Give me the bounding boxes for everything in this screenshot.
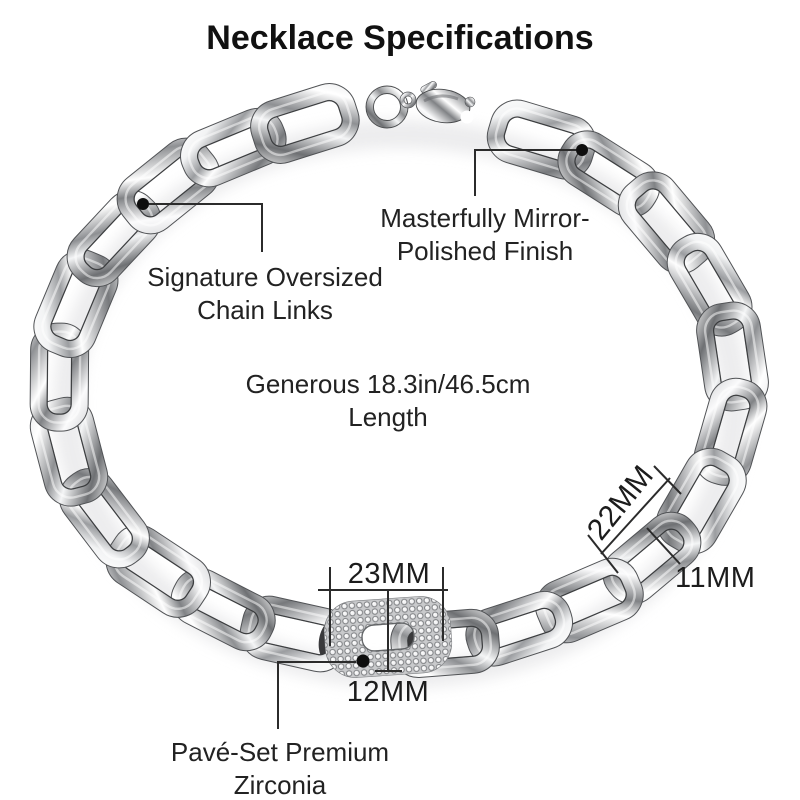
chain-link bbox=[250, 83, 360, 164]
mirror-finish-line2: Polished Finish bbox=[396, 236, 574, 266]
dim-11mm-tick bbox=[646, 527, 681, 565]
mirror-finish-label: Masterfully Mirror- Polished Finish bbox=[335, 202, 635, 268]
length-line2: Length bbox=[348, 402, 428, 432]
dim-link-width-value: 11MM bbox=[675, 562, 756, 594]
mirror-callout-dot bbox=[576, 144, 588, 156]
signature-callout-line bbox=[149, 203, 263, 252]
clasp-connector-ring bbox=[399, 91, 417, 109]
clasp-assembly bbox=[365, 81, 476, 129]
dim-22mm-tick-top bbox=[653, 465, 682, 495]
page-title: Necklace Specifications bbox=[206, 19, 594, 57]
mirror-finish-line1: Masterfully Mirror- bbox=[380, 203, 590, 233]
signature-callout-dot bbox=[137, 198, 149, 210]
dim-clasp-length-value: 23MM bbox=[347, 558, 431, 590]
mirror-callout-line bbox=[474, 149, 576, 196]
dim-clasp-width-value: 12MM bbox=[346, 676, 430, 708]
pave-zirconia-line2: Zirconia bbox=[233, 770, 327, 800]
pave-link bbox=[323, 596, 453, 678]
length-label: Generous 18.3in/46.5cm Length bbox=[238, 368, 538, 434]
oversized-links-line1: Signature Oversized bbox=[147, 262, 383, 292]
callout-dots bbox=[137, 144, 588, 668]
dim-22mm-tick-bottom bbox=[587, 534, 619, 574]
lobster-clasp-notch bbox=[460, 110, 474, 124]
pave-zirconia-link bbox=[323, 596, 453, 678]
pave-callout-line bbox=[277, 661, 356, 729]
callout-lines bbox=[149, 149, 682, 729]
pave-zirconia-line1: Pavé-Set Premium bbox=[170, 737, 390, 767]
chain-links bbox=[29, 83, 769, 678]
lobster-clasp-tip bbox=[464, 96, 476, 108]
dim-22mm-line bbox=[600, 477, 671, 555]
oversized-links-line2: Chain Links bbox=[197, 295, 333, 325]
length-line1: Generous 18.3in/46.5cm bbox=[245, 369, 531, 399]
clasp-jump-ring bbox=[365, 85, 409, 129]
pave-zirconia-label: Pavé-Set Premium Zirconia bbox=[130, 736, 430, 800]
pave-callout-dot bbox=[356, 654, 370, 668]
oversized-links-label: Signature Oversized Chain Links bbox=[115, 261, 415, 327]
lobster-clasp-shine bbox=[423, 94, 459, 103]
